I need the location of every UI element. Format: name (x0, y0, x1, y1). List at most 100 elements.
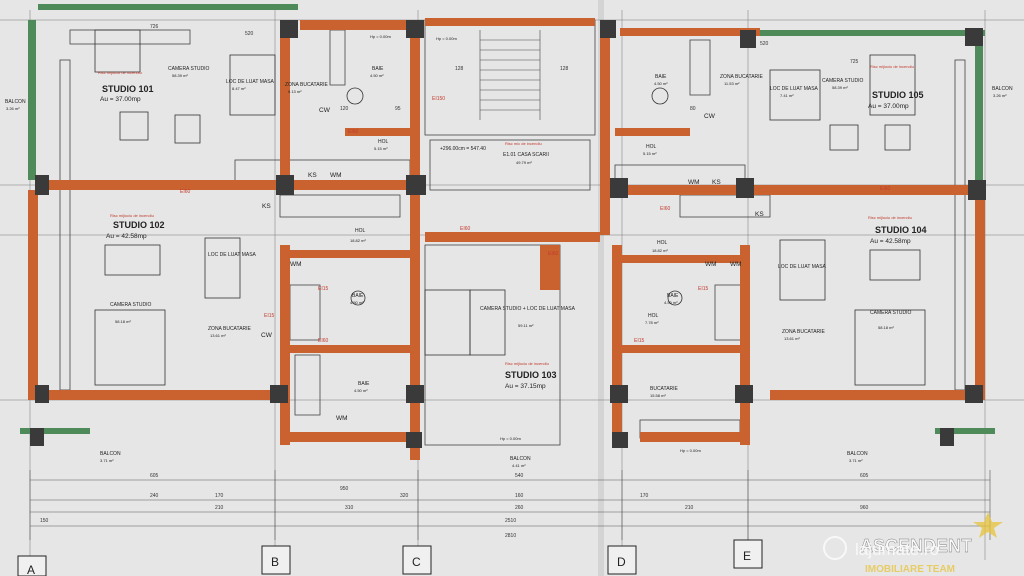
room-area: 4.50 m² (370, 73, 384, 78)
room-area: 3.71 m² (849, 458, 863, 463)
room-label: BALCON (847, 451, 868, 457)
fire-risk-label: Risc mic de incendiu (505, 141, 542, 146)
room-label: E1.01 CASA SCARII (503, 152, 549, 158)
fire-risk-label: Risc mijlociu de incendiu (870, 64, 914, 69)
studio-102-name: STUDIO 102 (113, 220, 165, 230)
stair (479, 30, 541, 120)
room-area: 5.15 m² (374, 146, 388, 151)
dim-text: 960 (860, 505, 869, 511)
dim-text: 950 (340, 486, 349, 492)
dim-text: 160 (515, 493, 524, 499)
columns (30, 20, 986, 448)
room-label: BAIE (655, 74, 667, 80)
room-label: CAMERA STUDIO + LOC DE LUAT MASA (480, 306, 576, 312)
fire-risk-label: Risc mijlociu de incendiu (110, 213, 154, 218)
fixture-label: WM (336, 415, 348, 422)
fire-tag: EI60 (318, 338, 329, 344)
fire-tag: EI60 (548, 251, 559, 257)
dim-text: 120 (340, 106, 349, 112)
fixture-label: WM (688, 179, 700, 186)
watermark-site: lajumate.ro (855, 540, 939, 559)
room-label: BAIE (667, 293, 679, 299)
fire-tag: EI60 (348, 129, 359, 135)
room-label: HOL (646, 144, 657, 150)
room-label: ZONA BUCATARIE (208, 326, 252, 332)
dim-text: 128 (560, 66, 569, 72)
room-label: BALCON (510, 456, 531, 462)
studio-105-name: STUDIO 105 (872, 90, 924, 100)
room-area: 4.50 m² (664, 300, 678, 305)
fixture-label: KS (712, 179, 721, 186)
fixture-label: CW (261, 332, 273, 339)
room-area: 13.61 m² (210, 333, 226, 338)
dim-text: 605 (150, 473, 159, 479)
axis-a: A (27, 563, 35, 576)
room-area: 11.53 m² (724, 81, 740, 86)
dimension-lines (29, 470, 991, 540)
room-label: BUCATARIE (650, 386, 679, 392)
furniture (94, 29, 926, 386)
room-area: 3.71 m² (100, 458, 114, 463)
fire-risk-label: Risc mijlociu de incendiu (505, 361, 549, 366)
fire-tag: EI60 (660, 206, 671, 212)
dim-text: 520 (245, 31, 254, 37)
watermark-star-icon (973, 512, 1003, 538)
dim-text: 240 (150, 493, 159, 499)
dim-text: 170 (215, 493, 224, 499)
watermark: ASCENDENT IMOBILIARE TEAM lajumate.ro (823, 512, 1003, 575)
dim-text: 2810 (505, 533, 516, 539)
room-area: 13.61 m² (784, 336, 800, 341)
room-area: 4.41 m² (512, 463, 526, 468)
room-area: 18.82 m² (652, 248, 668, 253)
fire-risk-label: Risc mijlociu de incendiu (868, 215, 912, 220)
dim-text: 150 (40, 518, 49, 524)
fixture-labels: KS WM KS WM KS KS WM CW CW CW WM WM WM (261, 107, 764, 422)
dim-text: 95 (395, 106, 401, 112)
level-mark: Hp = 0.00m (370, 34, 391, 39)
axis-b: B (271, 555, 279, 569)
room-label: CAMERA STUDIO (110, 302, 152, 308)
room-label: CAMERA STUDIO (870, 310, 912, 316)
studio-103-name: STUDIO 103 (505, 370, 557, 380)
axis-markers: A B C D E (17, 539, 763, 576)
room-label: ZONA BUCATARIE (782, 329, 826, 335)
dim-text: 725 (850, 59, 859, 65)
studio-103-area: Au = 37.15mp (505, 383, 546, 390)
studio-104-name: STUDIO 104 (875, 225, 927, 235)
dim-text: 128 (455, 66, 464, 72)
room-area: 59.11 m² (518, 323, 534, 328)
dim-text: 210 (215, 505, 224, 511)
fire-risk-labels: Risc mijlociu de incendiu Risc mijlociu … (98, 64, 914, 366)
dim-text: 320 (400, 493, 409, 499)
level-marks: +296.00cm = 547.40 Hp = 0.00m Hp = 0.00m… (370, 34, 701, 453)
walls-green (20, 4, 995, 434)
fixture-label: KS (308, 172, 317, 179)
dim-text: 170 (640, 493, 649, 499)
room-area: 8.47 m² (232, 86, 246, 91)
dim-text: 605 (860, 473, 869, 479)
fixture-label: KS (755, 211, 764, 218)
axis-c: C (412, 555, 421, 569)
room-label: ZONA BUCATARIE (720, 74, 764, 80)
room-label: BAIE (352, 293, 364, 299)
fixture-label: WM (290, 261, 302, 268)
room-area: 58.39 m² (832, 85, 848, 90)
dim-text: 540 (515, 473, 524, 479)
level-mark: +296.00cm = 547.40 (440, 146, 486, 152)
room-label: CAMERA STUDIO (822, 78, 864, 84)
fire-tag: EI150 (432, 96, 445, 102)
room-area: 58.18 m² (115, 319, 131, 324)
room-label: LOC DE LUAT MASA (770, 86, 819, 92)
room-label: BALCON (992, 86, 1013, 92)
studio-105-area: Au = 37.00mp (868, 103, 909, 110)
fire-tag: EI15 (634, 338, 645, 344)
room-area: 4.50 m² (354, 388, 368, 393)
room-area: 7.78 m² (645, 320, 659, 325)
room-area: 4.50 m² (350, 300, 364, 305)
dim-text: 520 (760, 41, 769, 47)
dim-text: 210 (685, 505, 694, 511)
bottom-dimensions: 605 540 605 240 950 170 320 160 170 210 … (40, 473, 869, 539)
studio-104-area: Au = 42.58mp (870, 238, 911, 245)
